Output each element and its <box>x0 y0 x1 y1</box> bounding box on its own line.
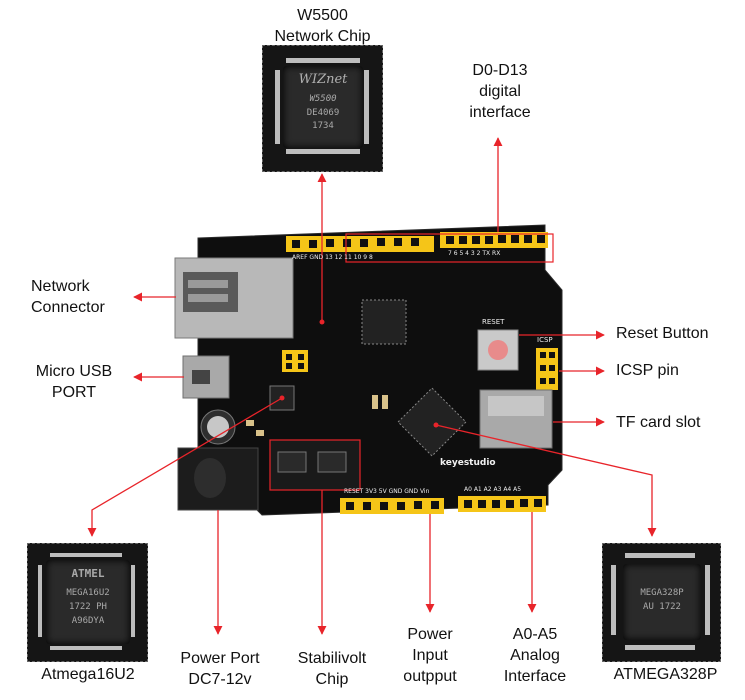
w5500-model-text: W5500 <box>309 94 337 104</box>
atmega16u2-onboard-chip <box>269 385 295 411</box>
atmega16u2-label: Atmega16U2 <box>41 666 135 683</box>
atmega16u2-chip-photo: ATMEL MEGA16U2 1722 PH A96DYA <box>27 543 148 662</box>
dc-power-jack <box>177 447 259 511</box>
atmega16u2-model-text: MEGA16U2 <box>66 588 110 598</box>
header-top-right <box>440 232 548 248</box>
atmega328p-chip-body: MEGA328P AU 1722 <box>623 564 701 640</box>
tf-card-slot-label: TF card slot <box>616 414 701 431</box>
callout-arrows <box>87 137 657 635</box>
board-reset-text: RESET <box>482 318 505 326</box>
capacitor <box>200 409 236 445</box>
jumper-header <box>282 350 308 372</box>
atmega328p-onboard-chip <box>397 387 467 457</box>
rj45-connector <box>174 257 294 339</box>
stabilivolt-highlight <box>269 439 361 491</box>
icsp-pin-label: ICSP pin <box>616 362 679 379</box>
reset-button <box>477 329 519 371</box>
w5500-logo-text: WIZnet <box>298 72 348 87</box>
reset-button-label: Reset Button <box>616 325 709 342</box>
w5500-chip-body: WIZnet W5500 DE4069 1734 <box>283 66 363 148</box>
d0-d13-highlight <box>345 233 554 263</box>
w5500-code1-text: DE4069 <box>306 108 340 118</box>
atmega16u2-logo-text: ATMEL <box>71 567 105 580</box>
board-pins-top-left: AREF GND 13 12 11 10 9 8 <box>292 254 373 261</box>
header-power <box>340 498 444 514</box>
micro-usb-port <box>182 355 230 399</box>
atmega328p-label: ATMEGA328P <box>613 666 718 683</box>
w5500-chip-photo: WIZnet W5500 DE4069 1734 <box>262 45 383 172</box>
header-top-left <box>286 236 434 252</box>
atmega328p-chip-photo: MEGA328P AU 1722 <box>602 543 721 662</box>
board-pins-analog: A0 A1 A2 A3 A4 A5 <box>464 486 522 493</box>
w5500-onboard-chip <box>361 299 407 345</box>
tf-card-slot <box>479 389 553 449</box>
icsp-header <box>536 348 558 390</box>
board-brand-text: keyestudio <box>440 458 496 468</box>
atmega328p-code-text: AU 1722 <box>643 602 681 612</box>
atmega328p-model-text: MEGA328P <box>640 588 684 598</box>
atmega16u2-chip-body: ATMEL MEGA16U2 1722 PH A96DYA <box>46 560 130 644</box>
board-pins-top-right: 7 6 5 4 3 2 TX RX <box>448 250 501 257</box>
board-pins-power: RESET 3V3 5V GND GND Vin <box>344 488 430 495</box>
pcb-board <box>197 224 563 516</box>
atmega16u2-code1-text: 1722 PH <box>69 602 107 612</box>
board-icsp-text: ICSP <box>537 336 553 344</box>
w5500-code2-text: 1734 <box>312 121 334 131</box>
atmega16u2-code2-text: A96DYA <box>71 616 105 626</box>
header-analog <box>458 496 546 512</box>
